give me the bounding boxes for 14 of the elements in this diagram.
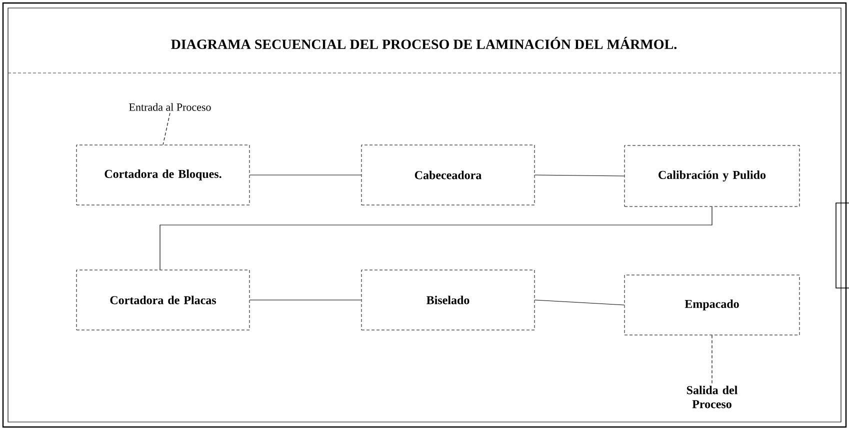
process-box: Cortadora de Bloques. <box>76 144 250 206</box>
exit-label: Salida del Proceso <box>686 386 738 408</box>
entry-label: Entrada al Proceso <box>129 103 211 111</box>
connector-line <box>249 174 362 176</box>
connector-line <box>162 112 170 146</box>
connector-line <box>534 300 625 306</box>
process-box: Empacado <box>624 274 800 336</box>
process-box: Cortadora de Placas <box>76 270 250 330</box>
process-box: Cabeceadora <box>361 144 535 206</box>
connector-line <box>160 206 712 270</box>
process-box: Biselado <box>361 270 535 330</box>
title: DIAGRAMA SECUENCIAL DEL PROCESO DE LAMINACIÓN DEL MÁRMOL. <box>171 36 677 50</box>
connector-line <box>534 174 625 176</box>
process-box: Calibración y Pulido <box>624 145 800 207</box>
